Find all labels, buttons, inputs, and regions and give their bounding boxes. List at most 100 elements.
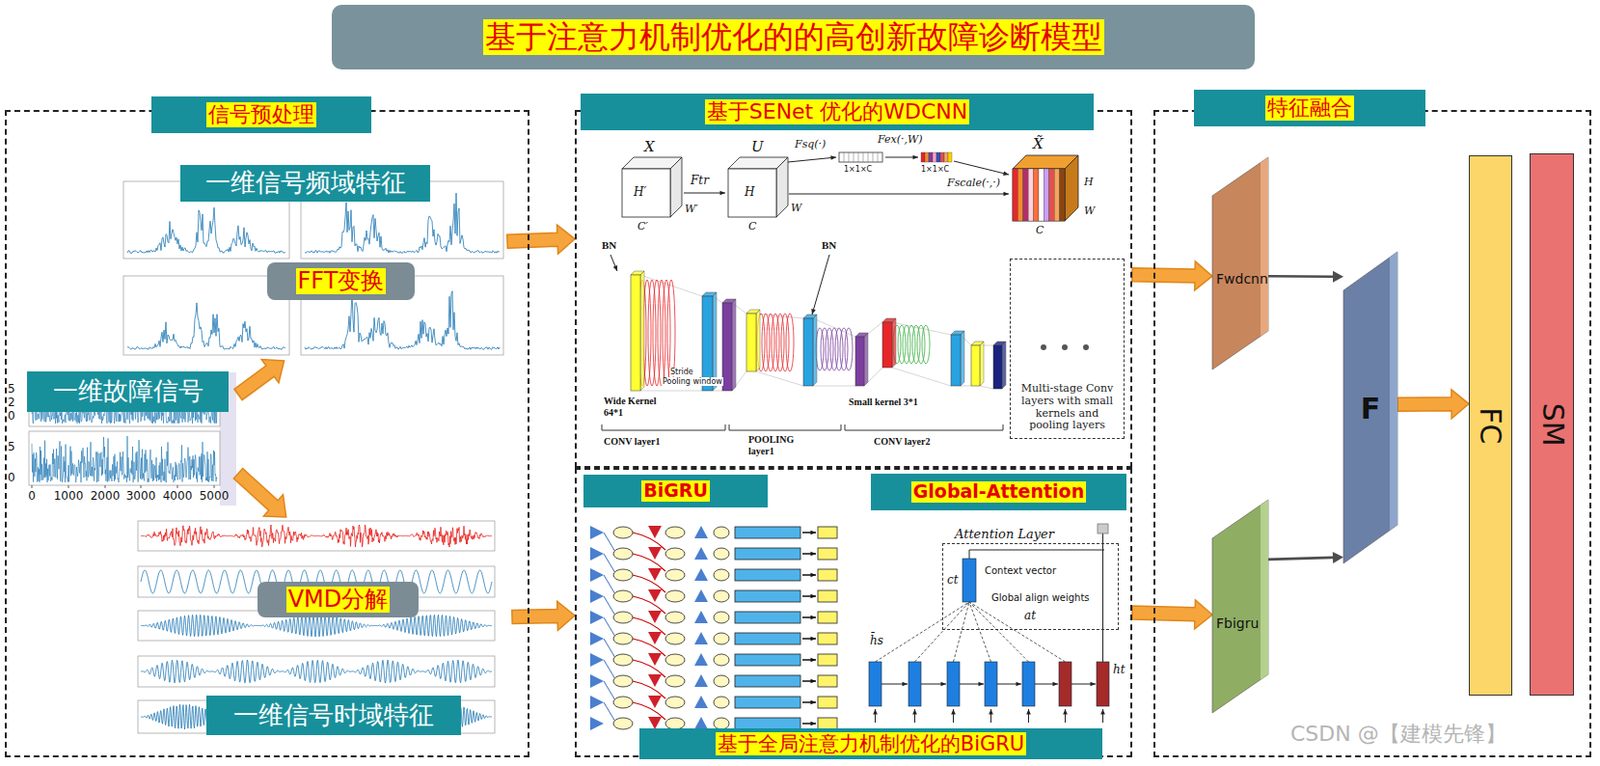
kernel-spiral (844, 327, 853, 371)
tick-mark (140, 485, 142, 489)
panel-heading: 信号预处理 (151, 96, 372, 134)
gru-cell (613, 675, 633, 687)
kernel-spiral (648, 279, 656, 386)
excite-cell (944, 152, 949, 163)
hidden-bar (734, 547, 801, 560)
fan-line (813, 318, 856, 337)
vector-cell (858, 152, 860, 163)
recurrent-link (603, 638, 616, 658)
align-line (875, 601, 971, 662)
hidden-bar (734, 590, 801, 602)
gru-cell (665, 611, 685, 624)
gru-cell (613, 526, 633, 539)
axis-tick: 3000 (126, 489, 157, 504)
arrow-head (977, 681, 984, 687)
gru-cell (665, 632, 685, 645)
flow-arrow (1132, 599, 1213, 629)
feature-map (971, 345, 980, 386)
gru-cell (713, 590, 730, 602)
backward-arrow (648, 525, 662, 539)
hidden-bar (734, 569, 801, 581)
figure-label: 2 (7, 396, 16, 410)
scaled-channel (1033, 168, 1039, 221)
arrow-head (810, 551, 816, 557)
hidden-bar (734, 653, 801, 666)
feature-map (950, 334, 961, 386)
node-text: VMD分解 (286, 586, 391, 614)
gru-cell (665, 547, 685, 560)
figure-label: 5 (7, 440, 16, 455)
gru-cell (713, 653, 730, 666)
figure-label: Wide Kernel 64*1 (603, 395, 676, 418)
feature-label: 一维信号频域特征 (180, 164, 431, 202)
tick-mark (31, 485, 33, 489)
feature-map (855, 336, 865, 386)
input-arrow (590, 568, 604, 582)
kernel-spiral (761, 313, 770, 372)
forward-arrow (694, 610, 708, 624)
figure-arrow (787, 157, 837, 163)
figure-arrow (812, 254, 830, 315)
excite-cell (936, 152, 941, 163)
kernel-spiral (776, 313, 785, 372)
figure-label: CONV layer2 (873, 435, 930, 448)
backward-arrow (648, 631, 662, 645)
arrow-head (988, 708, 994, 715)
excite-cell (932, 152, 937, 163)
kernel-spiral (835, 327, 843, 371)
arrow-head (872, 708, 878, 715)
node-group: 一维信号频域特征FFT变换 (122, 164, 508, 361)
forward-arrow (694, 568, 708, 581)
node-text: FC (1473, 406, 1508, 444)
scaled-channel (1059, 168, 1065, 221)
hidden-bar (734, 696, 801, 708)
flow-arrow (512, 600, 575, 630)
backward-arrow (648, 652, 662, 666)
layer-bracket (844, 424, 1004, 431)
math-label: Fex(·,W) (877, 134, 923, 147)
slab-face (1212, 157, 1269, 370)
layer-bracket (729, 424, 841, 431)
figure-label: Stride (669, 367, 695, 377)
hidden-state (1058, 661, 1072, 706)
math-label: C (748, 220, 757, 234)
cube-front (622, 168, 671, 217)
backward-arrow (648, 568, 662, 581)
gru-cell (665, 569, 685, 581)
feature-map (746, 313, 757, 372)
kernel-spiral (840, 327, 848, 371)
squeeze-vector (839, 152, 883, 163)
arrow-head (810, 594, 816, 599)
panel-heading: 基于SENet 优化的WDCNN (580, 93, 1094, 131)
arrow-head (810, 678, 816, 684)
kernel-spiral (897, 325, 906, 364)
slab-label: Fwdcnn (1216, 269, 1269, 288)
arrow-head (1052, 681, 1058, 687)
arrow-head (810, 615, 816, 621)
slab-edge (1260, 157, 1269, 337)
output-cell (817, 675, 838, 687)
scaled-channel (1012, 168, 1018, 221)
fan-line (892, 367, 951, 386)
layer-side (864, 332, 868, 386)
layer-side (960, 330, 965, 386)
math-label: at (1024, 609, 1036, 624)
recurrent-link (603, 553, 616, 573)
arrow-head (613, 265, 618, 272)
math-label: X (644, 138, 655, 156)
math-label: H (744, 186, 755, 200)
node-text: Fbigru (1216, 615, 1259, 631)
node-text: 特征融合 (1265, 95, 1355, 120)
plot-frame (137, 520, 495, 551)
figure-label: CONV layer1 (603, 435, 660, 448)
input-arrow (590, 652, 604, 667)
node-dash: Multi-stage Conv layers with small kerne… (1009, 258, 1125, 439)
arrow-head (811, 308, 815, 315)
slab-shape (1212, 499, 1269, 713)
gru-cell (713, 632, 730, 645)
slab-shape (1212, 157, 1269, 370)
slab-face (1343, 251, 1398, 564)
fan-line (813, 385, 856, 387)
arrow-head (810, 657, 816, 663)
